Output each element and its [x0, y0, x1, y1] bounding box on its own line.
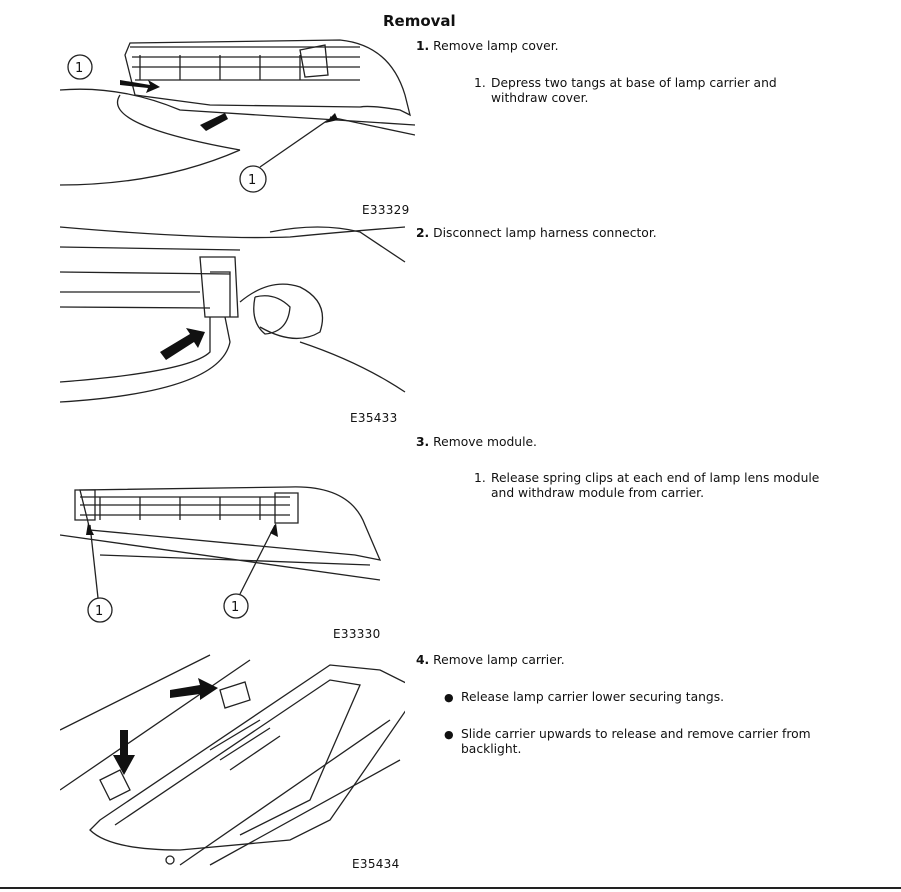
figure-lamp-carrier	[60, 654, 405, 866]
step-number: 3.	[416, 435, 430, 449]
figure-code: E35433	[350, 411, 398, 425]
step-number: 4.	[416, 653, 430, 667]
step-2: 2. Disconnect lamp harness connector.	[416, 226, 657, 240]
bullet-item: ● Slide carrier upwards to release and re…	[444, 727, 824, 757]
figure-module: 1 1	[60, 486, 382, 623]
bullet-text: Release lamp carrier lower securing tang…	[461, 690, 725, 704]
step-number: 2.	[416, 226, 430, 240]
substep-3-1: 1. Release spring clips at each end of la…	[474, 471, 834, 501]
bullet-icon: ●	[444, 691, 454, 704]
bullet-text: Slide carrier upwards to release and rem…	[461, 727, 811, 756]
callout-1b: 1	[231, 600, 239, 615]
figure-code: E35434	[352, 857, 400, 871]
figure-harness-connector	[60, 226, 406, 403]
substep-text: Depress two tangs at base of lamp carrie…	[491, 76, 777, 105]
figure-code: E33329	[362, 203, 410, 217]
callout-1: 1	[95, 604, 103, 619]
section-title: Removal	[383, 12, 456, 30]
substep-text: Release spring clips at each end of lamp…	[491, 471, 820, 500]
step-number: 1.	[416, 39, 430, 53]
substep-number: 1.	[474, 471, 486, 485]
step-text: Disconnect lamp harness connector.	[433, 226, 657, 240]
bottom-divider	[0, 887, 901, 889]
figure-code: E33330	[333, 627, 381, 641]
step-text: Remove module.	[433, 435, 537, 449]
callout-1: 1	[75, 61, 83, 76]
step-3: 3. Remove module.	[416, 435, 537, 449]
bullet-item: ● Release lamp carrier lower securing tan…	[444, 690, 824, 705]
step-4: 4. Remove lamp carrier.	[416, 653, 565, 667]
substep-number: 1.	[474, 76, 486, 90]
step-text: Remove lamp carrier.	[433, 653, 565, 667]
step-1: 1. Remove lamp cover.	[416, 39, 559, 53]
callout-1b: 1	[248, 173, 256, 188]
step-text: Remove lamp cover.	[433, 39, 559, 53]
bullet-icon: ●	[444, 728, 454, 741]
figure-lamp-cover: 1 1	[60, 39, 415, 193]
substep-1-1: 1. Depress two tangs at base of lamp carr…	[474, 76, 834, 106]
